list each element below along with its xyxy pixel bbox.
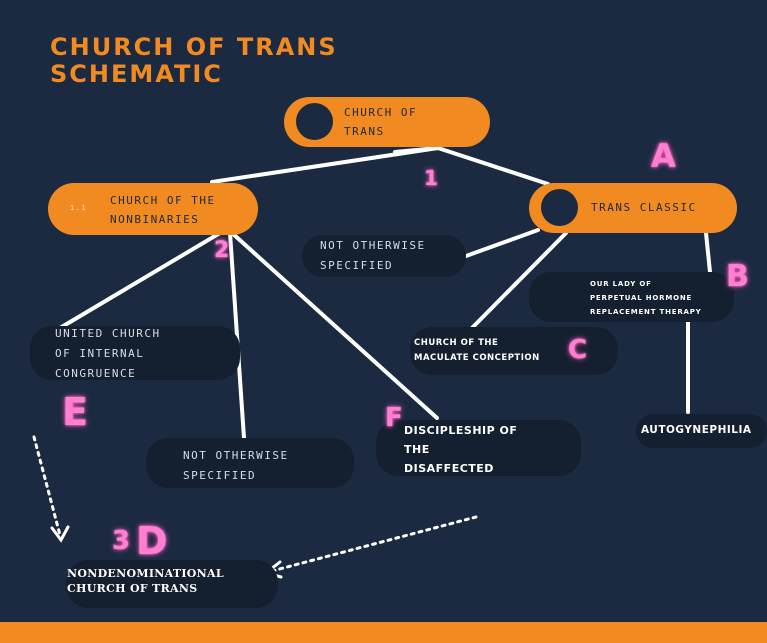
node-trans-classic: TRANS CLASSIC [529, 183, 737, 233]
edge-root-to-junction-left [210, 146, 440, 184]
edge-root-to-junction-right [436, 146, 550, 186]
node-church-of-trans: CHURCH OF TRANS [284, 97, 490, 147]
node-church-of-trans-label: CHURCH OF TRANS [344, 106, 418, 138]
node-nonbinaries-prefix: 1.1 [70, 204, 88, 212]
node-our-lady-label: OUR LADY OF PERPETUAL HORMONE REPLACEMEN… [590, 280, 702, 316]
node-united-church-label: UNITED CHURCH OF INTERNAL CONGRUENCE [55, 327, 161, 380]
edge-root-stem [393, 146, 440, 154]
edge-classic-to-maculate [468, 231, 568, 332]
mark-e: E [62, 390, 88, 434]
edge-classic-to-nos-right [464, 228, 540, 258]
title-line-1: CHURCH OF TRANS [50, 33, 338, 61]
node-discipleship-label: DISCIPLESHIP OF THE DISAFFECTED [404, 424, 518, 475]
node-maculate-conception-label: CHURCH OF THE MACULATE CONCEPTION [414, 338, 540, 363]
mark-b: B [726, 259, 749, 294]
node-united-church [30, 326, 240, 380]
node-maculate-conception [410, 327, 618, 375]
mark-1: 1 [424, 166, 438, 190]
mark-d: D [136, 519, 168, 563]
edge-classic-to-ourlady [704, 231, 712, 274]
dotted-arrow-left [32, 435, 62, 537]
edge-nonbinaries-to-united [58, 231, 222, 330]
mark-3: 3 [112, 526, 131, 556]
node-our-lady [529, 272, 734, 322]
node-nondenominational-label: NONDENOMINATIONAL CHURCH OF TRANS [67, 567, 224, 595]
node-discipleship [376, 420, 581, 476]
bottom-accent-bar [0, 622, 767, 643]
node-not-otherwise-specified-left-label: NOT OTHERWISE SPECIFIED [183, 449, 289, 482]
title-line-2: SCHEMATIC [50, 60, 223, 88]
node-not-otherwise-specified-left [146, 438, 354, 488]
diagram-title: CHURCH OF TRANS SCHEMATIC [50, 34, 338, 88]
edge-nonbinaries-to-nos-left [228, 231, 246, 440]
node-autogynephilia [636, 414, 767, 448]
dotted-arrow-right [270, 515, 478, 573]
mark-f: F [385, 403, 403, 433]
node-autogynephilia-label: AUTOGYNEPHILIA [641, 424, 752, 436]
node-dot-icon [541, 189, 578, 226]
node-not-otherwise-specified-right [302, 235, 466, 277]
edge-nonbinaries-to-discipleship [230, 231, 439, 420]
node-not-otherwise-specified-right-label: NOT OTHERWISE SPECIFIED [320, 239, 426, 272]
node-church-of-the-nonbinaries: 1.1 CHURCH OF THE NONBINARIES [48, 183, 258, 235]
mark-a: A [651, 137, 676, 175]
node-dot-icon [296, 103, 333, 140]
dotted-arrowhead-left [50, 525, 70, 543]
node-nonbinaries-label: CHURCH OF THE NONBINARIES [110, 194, 216, 226]
node-nondenominational [66, 560, 278, 608]
mark-c: C [568, 335, 588, 365]
node-trans-classic-label: TRANS CLASSIC [591, 201, 697, 214]
mark-2: 2 [214, 238, 230, 263]
